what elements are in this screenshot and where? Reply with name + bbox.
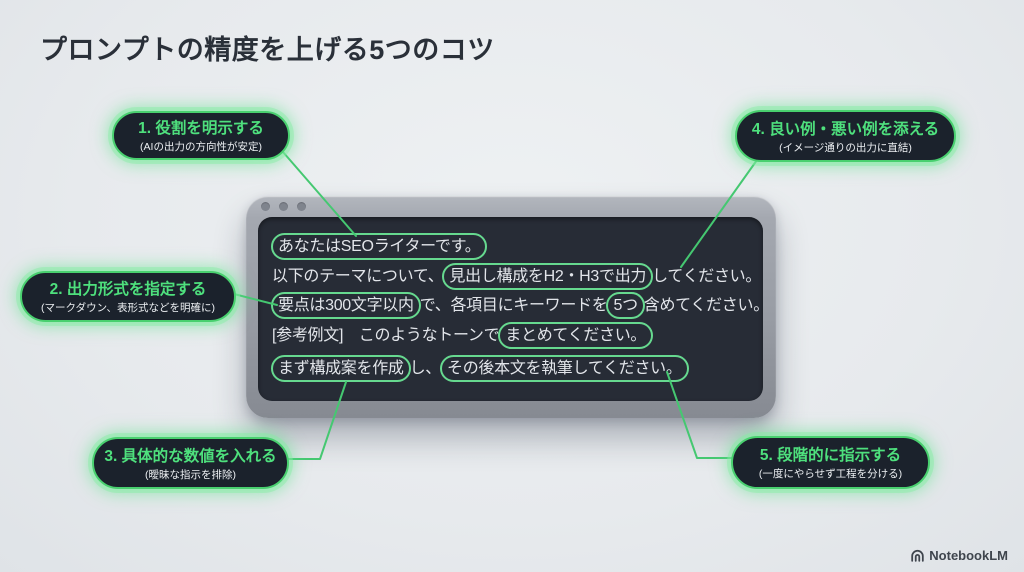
callout-title: 2. 出力形式を指定する	[49, 281, 207, 298]
callout-tip-3-concrete-numbers: 3. 具体的な数値を入れる (曖昧な指示を排除)	[92, 437, 289, 489]
window-dot-icon	[279, 202, 288, 211]
window-dot-icon	[297, 202, 306, 211]
highlight-oval: まとめてください。	[498, 321, 654, 349]
highlight-oval: 見出し構成をH2・H3で出力	[442, 262, 654, 290]
callout-tip-4-good-bad-examples: 4. 良い例・悪い例を添える (イメージ通りの出力に直結)	[735, 110, 956, 162]
prompt-text: [参考例文] このようなトーンで	[272, 326, 500, 344]
prompt-text: で、各項目にキーワードを	[419, 297, 608, 314]
callout-tip-2-output-format: 2. 出力形式を指定する (マークダウン、表形式などを明確に)	[20, 271, 236, 322]
terminal-window: あなたはSEOライターです。 以下のテーマについて、見出し構成をH2・H3で出力…	[246, 196, 776, 418]
highlight-oval: 要点は300文字以内	[271, 292, 421, 319]
brand-footer: NotebookLM	[910, 548, 1008, 563]
highlight-oval: 5つ	[606, 292, 645, 319]
prompt-text: 以下のテーマについて、	[272, 267, 444, 285]
callout-title: 1. 役割を明示する	[138, 120, 264, 137]
prompt-line-4: [参考例文] このようなトーンでまとめてください。	[272, 321, 751, 351]
prompt-line-5: まず構成案を作成し、その後本文を執筆してください。	[271, 354, 751, 384]
callout-title: 4. 良い例・悪い例を添える	[751, 120, 940, 138]
callout-title: 3. 具体的な数値を入れる	[104, 447, 277, 465]
callout-title: 5. 段階的に指示する	[759, 447, 902, 464]
prompt-line-1: あなたはSEOライターです。	[271, 232, 751, 262]
prompt-text: し、	[409, 360, 442, 377]
callout-subtitle: (曖昧な指示を排除)	[145, 468, 236, 481]
highlight-oval: その後本文を執筆してください。	[440, 355, 689, 382]
callout-subtitle: (一度にやらせず工程を分ける)	[758, 468, 903, 480]
highlight-oval: まず構成案を作成	[271, 355, 411, 382]
callout-subtitle: (AIの出力の方向性が安定)	[140, 141, 262, 153]
callout-subtitle: (イメージ通りの出力に直結)	[779, 141, 912, 154]
prompt-line-2: 以下のテーマについて、見出し構成をH2・H3で出力してください。	[272, 262, 761, 292]
prompt-text-panel: あなたはSEOライターです。 以下のテーマについて、見出し構成をH2・H3で出力…	[258, 217, 769, 401]
prompt-text: 含めてください。	[643, 297, 769, 314]
window-dot-icon	[261, 202, 270, 211]
callout-tip-1-role: 1. 役割を明示する (AIの出力の方向性が安定)	[112, 111, 290, 160]
callout-subtitle: (マークダウン、表形式などを明確に)	[41, 302, 215, 314]
notebooklm-logo-icon	[911, 549, 924, 562]
prompt-text: してください。	[652, 267, 762, 285]
highlight-oval: あなたはSEOライターです。	[271, 233, 488, 260]
window-controls	[261, 202, 306, 211]
callout-tip-5-stepwise: 5. 段階的に指示する (一度にやらせず工程を分ける)	[731, 436, 930, 489]
page-title: プロンプトの精度を上げる5つのコツ	[40, 35, 495, 65]
brand-name: NotebookLM	[929, 548, 1008, 563]
